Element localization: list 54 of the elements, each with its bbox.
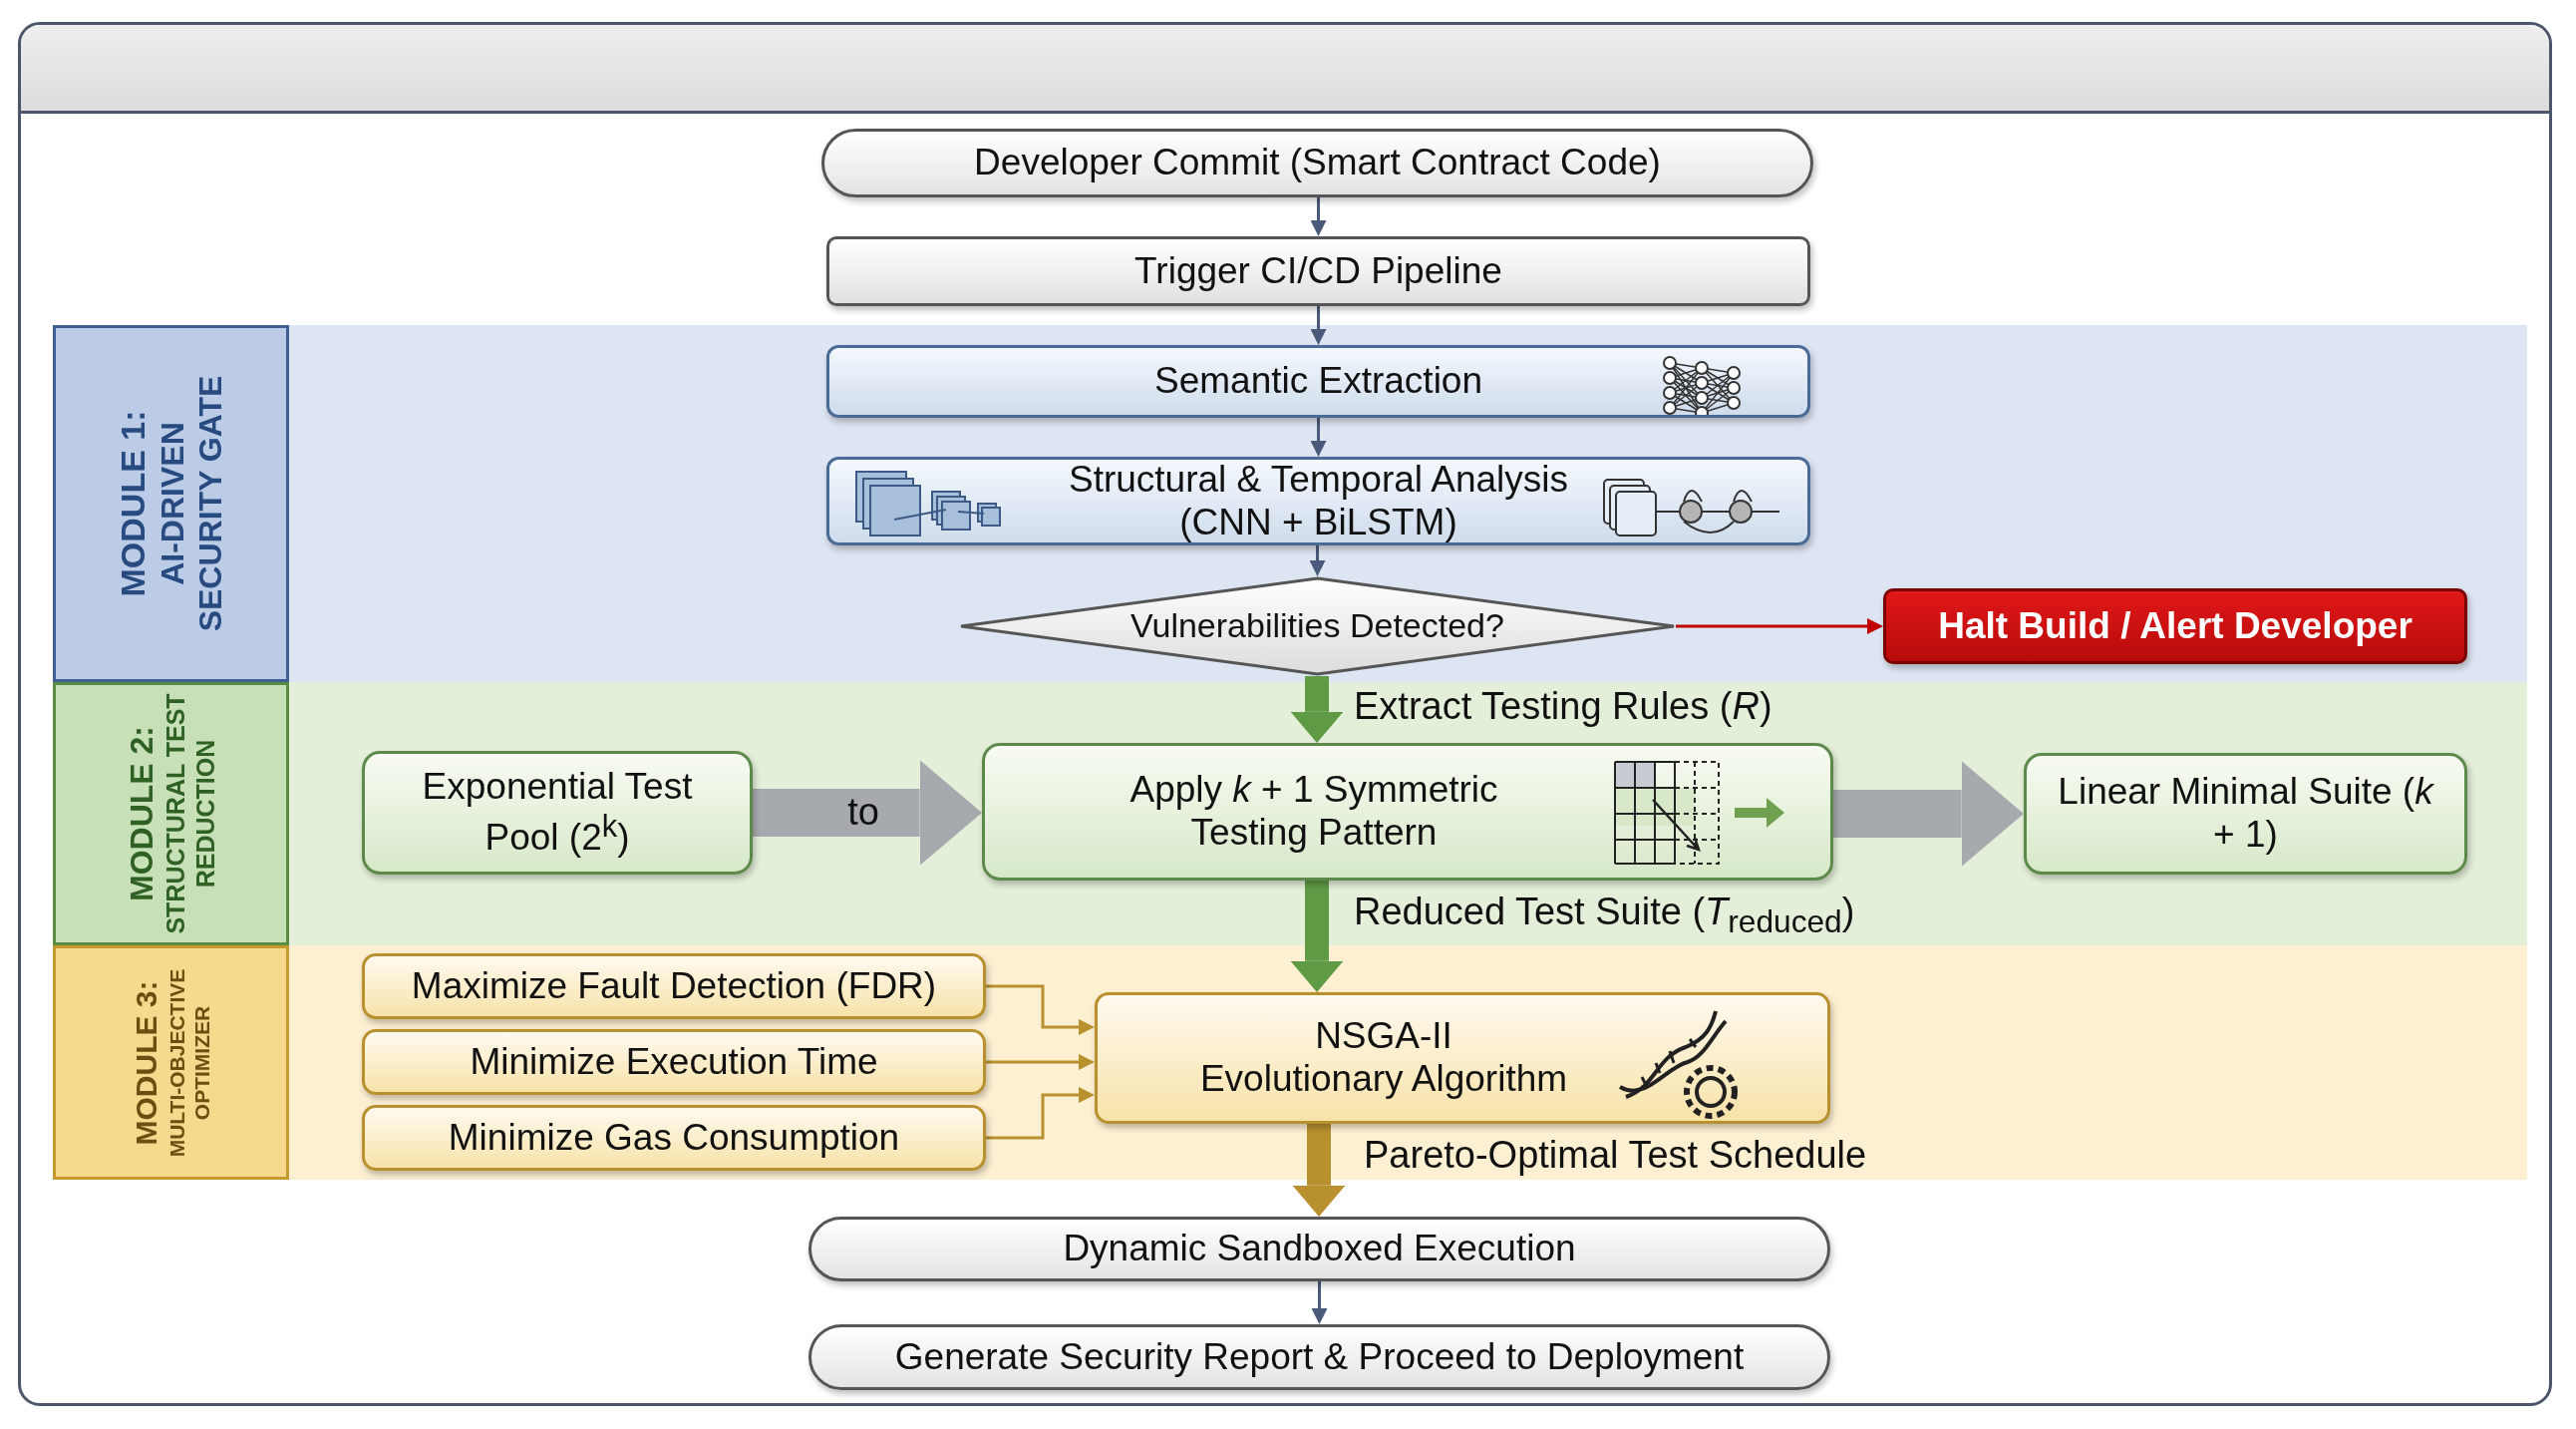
node-text: Linear Minimal Suite (k + 1) [2057, 771, 2435, 857]
process-box [982, 743, 1833, 881]
module-name: MULTI-OBJECTIVE OPTIMIZER [163, 967, 214, 1159]
node-text: Apply k + 1 Symmetric Testing Pattern [1128, 769, 1499, 855]
module-label-box [53, 945, 289, 1180]
node-text: Evolutionary Algorithm [1199, 1058, 1568, 1101]
arrow [986, 1087, 1095, 1140]
arrow [1833, 761, 2024, 867]
node-text: Halt Build / Alert Developer [1938, 604, 2413, 648]
node-text: Semantic Extraction [1154, 360, 1482, 403]
process-box [1095, 992, 1830, 1124]
process-box [362, 751, 753, 875]
module-label-box [53, 325, 289, 682]
node-text: Exponential Test Pool (2$^{k}$) [421, 766, 694, 860]
process-box [2024, 753, 2467, 875]
arrow [1309, 545, 1326, 576]
arrow [753, 760, 982, 866]
arrow [1310, 197, 1327, 236]
node-text: Vulnerabilities Detected? [1130, 606, 1504, 646]
terminal-box [808, 1324, 1830, 1390]
arrow [1311, 1281, 1328, 1324]
arrow [986, 1054, 1095, 1070]
process-box [362, 1029, 986, 1095]
node-text: Minimize Gas Consumption [448, 1116, 900, 1160]
node-text: Minimize Execution Time [470, 1040, 878, 1084]
alert-box [1883, 588, 2467, 664]
node-text: Generate Security Report & Proceed to Deployment [894, 1335, 1745, 1379]
module-name: STRUCTURAL TEST REDUCTION [160, 692, 220, 935]
terminal-box [821, 129, 1813, 197]
arrow [1292, 1124, 1346, 1217]
process-box [826, 236, 1810, 306]
arrow [1310, 418, 1327, 457]
node-text: Trigger CI/CD Pipeline [1134, 249, 1502, 293]
process-box [826, 345, 1810, 418]
node-text: Developer Commit (Smart Contract Code) [974, 142, 1661, 184]
module-name: AI-DRIVEN SECURITY GATE [153, 374, 229, 634]
process-box [826, 457, 1810, 545]
arrow [1676, 618, 1883, 634]
node-text: NSGA-II [1315, 1015, 1452, 1058]
node-text: Structural & Temporal Analysis (CNN + BiLSTM) [1067, 458, 1570, 544]
decision-diamond [959, 576, 1676, 676]
process-box [362, 953, 986, 1019]
arrow [1290, 676, 1344, 743]
process-box [362, 1105, 986, 1171]
module-title: MODULE 3: [128, 980, 163, 1145]
module-label-box [53, 682, 289, 945]
module-title: MODULE 1: [112, 410, 153, 597]
arrow [1290, 881, 1344, 992]
arrow [1310, 306, 1327, 345]
node-text: Dynamic Sandboxed Execution [1063, 1228, 1576, 1270]
module-title: MODULE 2: [122, 726, 161, 901]
node-text: Maximize Fault Detection (FDR) [411, 964, 937, 1008]
terminal-box [808, 1217, 1830, 1281]
arrow [986, 984, 1095, 1035]
